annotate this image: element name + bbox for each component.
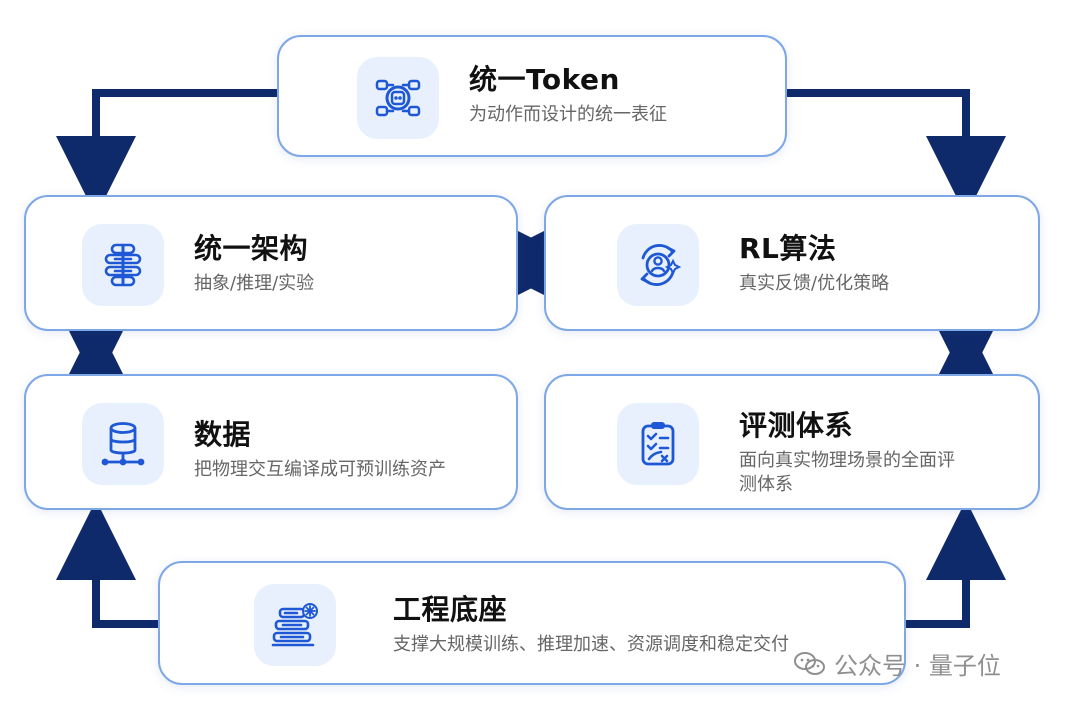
data-text: 数据 把物理交互编译成可预训练资产 [194, 418, 446, 482]
watermark-text: 公众号 · 量子位 [834, 652, 1001, 680]
evaluation-text: 评测体系 面向真实物理场景的全面评测体系 [739, 409, 989, 497]
token-card: 统一Token 为动作而设计的统一表征 [277, 35, 787, 157]
engineering-text: 工程底座 支撑大规模训练、推理加速、资源调度和稳定交付 [393, 593, 789, 657]
watermark: 公众号 · 量子位 [792, 646, 1001, 681]
rl-card: RL算法 真实反馈/优化策略 [544, 195, 1040, 331]
rl-feedback-icon [640, 244, 682, 286]
data-title: 数据 [194, 418, 252, 451]
data-icon-tile [82, 403, 164, 485]
architecture-card: 统一架构 抽象/推理/实验 [24, 195, 518, 331]
connector-token-to-architecture [56, 89, 278, 216]
architecture-title: 统一架构 [194, 232, 309, 265]
token-icon-tile [357, 57, 439, 139]
engineering-subtitle: 支撑大规模训练、推理加速、资源调度和稳定交付 [393, 633, 789, 655]
rl-icon-tile [617, 224, 699, 306]
connector-token-to-rl [786, 89, 1006, 216]
rl-title: RL算法 [739, 232, 837, 265]
rl-text: RL算法 真实反馈/优化策略 [739, 232, 889, 296]
checklist-icon [641, 422, 675, 466]
token-title: 统一Token [469, 63, 620, 96]
token-subtitle: 为动作而设计的统一表征 [469, 103, 667, 125]
evaluation-icon-tile [617, 403, 699, 485]
database-icon [101, 422, 145, 466]
architecture-text: 统一架构 抽象/推理/实验 [194, 232, 314, 296]
wechat-icon [794, 651, 825, 675]
engineering-icon-tile [254, 584, 336, 666]
token-text: 统一Token 为动作而设计的统一表征 [469, 63, 667, 127]
data-subtitle: 把物理交互编译成可预训练资产 [194, 458, 446, 480]
engineering-card: 工程底座 支撑大规模训练、推理加速、资源调度和稳定交付 [158, 561, 906, 685]
architecture-icon-tile [82, 224, 164, 306]
server-stack-icon [271, 603, 318, 647]
connector-engineering-to-evaluation [905, 500, 1006, 628]
evaluation-subtitle: 面向真实物理场景的全面评测体系 [739, 449, 955, 495]
connector-engineering-to-data [55, 500, 160, 628]
architecture-stack-icon [104, 243, 142, 287]
architecture-subtitle: 抽象/推理/实验 [194, 272, 315, 294]
data-card: 数据 把物理交互编译成可预训练资产 [24, 374, 518, 510]
evaluation-title: 评测体系 [739, 409, 854, 442]
evaluation-card: 评测体系 面向真实物理场景的全面评测体系 [544, 374, 1040, 510]
rl-subtitle: 真实反馈/优化策略 [739, 272, 890, 294]
token-node-icon [375, 79, 421, 117]
engineering-title: 工程底座 [393, 593, 508, 626]
